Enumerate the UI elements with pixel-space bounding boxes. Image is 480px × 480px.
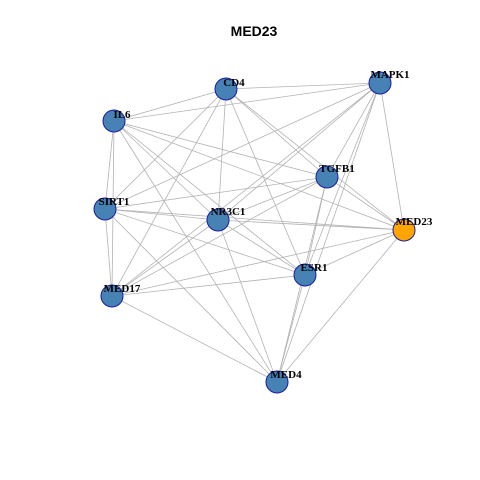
node-label-cd4: CD4: [223, 77, 245, 89]
edge-mapk1-esr1: [304, 82, 381, 276]
edge-tgfb1-med23: [326, 176, 405, 231]
node-label-nr3c1: NR3C1: [211, 206, 246, 218]
node-tgfb1: TGFB1: [315, 163, 355, 189]
node-circle-esr1: [293, 263, 317, 287]
node-circle-tgfb1: [315, 165, 339, 189]
edge-med17-med4: [111, 295, 278, 383]
edge-esr1-med23: [304, 229, 405, 276]
edge-mapk1-med4: [276, 82, 381, 383]
edge-cd4-mapk1: [225, 82, 381, 90]
node-label-tgfb1: TGFB1: [319, 163, 354, 175]
edge-cd4-esr1: [225, 88, 306, 276]
node-circle-nr3c1: [206, 208, 230, 232]
edge-il6-med4: [113, 120, 278, 383]
edge-sirt1-nr3c1: [104, 208, 219, 221]
node-esr1: ESR1: [293, 262, 328, 287]
node-layer: CD4 MAPK1IL6TGFB1SIRT1NR3C1MED23ESR1MED17…: [93, 69, 433, 394]
edge-cd4-sirt1: [104, 88, 227, 210]
node-label-med17: MED17: [104, 283, 141, 295]
node-nr3c1: NR3C1: [206, 206, 246, 232]
node-med17: MED17: [100, 283, 141, 308]
node-label-med23: MED23: [396, 216, 433, 228]
edge-sirt1-med17: [104, 208, 113, 297]
edge-esr1-med4: [276, 274, 306, 383]
node-label-esr1: ESR1: [301, 262, 328, 274]
edge-esr1-med17: [111, 274, 306, 297]
edge-nr3c1-med4: [217, 219, 278, 383]
node-label-mapk1: MAPK1: [370, 69, 409, 81]
edge-med4-med23: [276, 229, 405, 383]
node-label-med4: MED4: [270, 369, 302, 381]
node-med23: MED23: [392, 216, 433, 242]
edge-med17-med23: [111, 229, 405, 297]
node-cd4: CD4: [214, 77, 245, 101]
edge-sirt1-med23: [104, 208, 405, 231]
edge-il6-nr3c1: [113, 120, 219, 221]
edge-nr3c1-esr1: [217, 219, 306, 276]
edge-tgfb1-sirt1: [104, 176, 328, 210]
edge-nr3c1-med23: [217, 219, 405, 231]
node-label-il6: IL6: [113, 109, 131, 121]
edge-tgfb1-nr3c1: [217, 176, 328, 221]
edge-cd4-tgfb1: [225, 88, 328, 178]
node-label-sirt1: SIRT1: [99, 196, 130, 208]
edge-cd4-med17: [111, 88, 227, 297]
node-il6: IL6: [102, 109, 131, 133]
edge-layer: [104, 82, 405, 383]
edge-mapk1-sirt1: [104, 82, 381, 210]
edge-mapk1-il6: [113, 82, 381, 122]
edge-mapk1-med23: [379, 82, 405, 231]
node-med4: MED4: [265, 369, 302, 394]
edge-mapk1-med17: [111, 82, 381, 297]
edge-sirt1-esr1: [104, 208, 306, 276]
edge-mapk1-tgfb1: [326, 82, 381, 178]
node-sirt1: SIRT1: [93, 196, 130, 221]
edge-cd4-med23: [225, 88, 405, 231]
node-circle-sirt1: [93, 197, 117, 221]
edge-tgfb1-med17: [111, 176, 328, 297]
edge-il6-tgfb1: [113, 120, 328, 178]
node-circle-il6: [102, 109, 126, 133]
edge-il6-esr1: [113, 120, 306, 276]
edge-cd4-il6: [113, 88, 227, 122]
graph-title: MED23: [231, 23, 278, 39]
node-mapk1: MAPK1: [368, 69, 410, 95]
node-circle-med4: [265, 370, 289, 394]
node-circle-med23: [392, 218, 416, 242]
edge-il6-med23: [113, 120, 405, 231]
edge-mapk1-nr3c1: [217, 82, 381, 221]
edge-il6-sirt1: [104, 120, 115, 210]
edge-cd4-nr3c1: [217, 88, 227, 221]
edge-sirt1-med4: [104, 208, 278, 383]
node-circle-cd4: [214, 77, 238, 101]
node-circle-mapk1: [368, 71, 392, 95]
node-circle-med17: [100, 284, 124, 308]
edge-nr3c1-med17: [111, 219, 219, 297]
